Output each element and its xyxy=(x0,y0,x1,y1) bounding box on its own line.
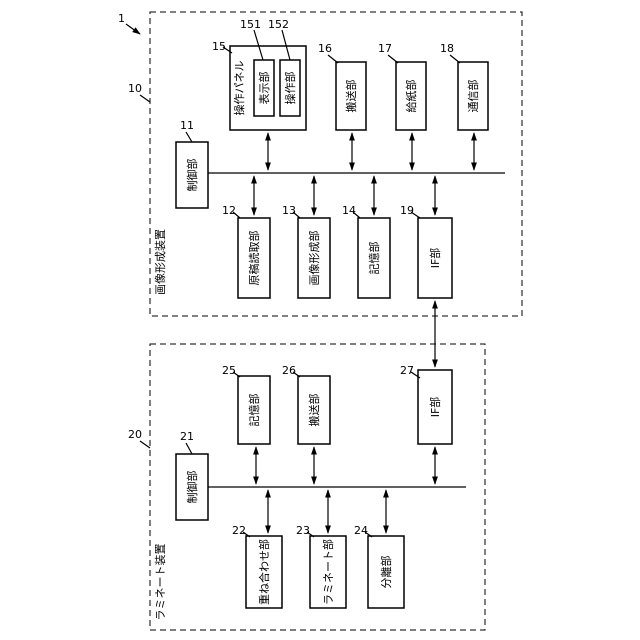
communication-18-leader xyxy=(450,55,460,63)
system-ref-arrow xyxy=(126,24,140,34)
operation-152-label: 操作部 xyxy=(283,72,297,105)
separator-24-label: 分離部 xyxy=(379,556,393,589)
display-151-label: 表示部 xyxy=(257,72,271,105)
document-reader-12-label: 原稿読取部 xyxy=(247,231,261,286)
interface-27-label: IF部 xyxy=(428,397,442,418)
laminator-23-ref: 23 xyxy=(296,524,310,537)
operation-panel-15-label: 操作パネル xyxy=(232,61,246,116)
apparatus-10-ref: 10 xyxy=(128,82,142,95)
image-former-13-label: 画像形成部 xyxy=(307,231,321,286)
stacker-22-label: 重ね合わせ部 xyxy=(257,539,271,605)
storage-14-label: 記憶部 xyxy=(367,242,381,275)
controller-11-label: 制御部 xyxy=(185,159,199,192)
document-reader-12-ref: 12 xyxy=(222,204,236,217)
system-ref-number: 1 xyxy=(118,12,125,25)
communication-18-label: 通信部 xyxy=(466,80,480,113)
feeder-17-ref: 17 xyxy=(378,42,392,55)
interface-27-ref: 27 xyxy=(400,364,414,377)
controller-11-ref: 11 xyxy=(180,119,194,132)
communication-18-ref: 18 xyxy=(440,42,454,55)
controller-11-leader xyxy=(186,132,192,142)
display-151-ref: 151 xyxy=(240,18,261,31)
operation-panel-15-ref: 15 xyxy=(212,40,226,53)
laminating-apparatus: 20 ラミネート装置 制御部 21 記憶部 25 搬送部 26 IF部 27 重… xyxy=(128,344,485,630)
interface-19-label: IF部 xyxy=(428,248,442,269)
apparatus-10-title: 画像形成装置 xyxy=(154,229,167,295)
apparatus-20-leader xyxy=(140,441,150,448)
image-forming-apparatus: 10 画像形成装置 制御部 11 操作パネル 15 表示部 151 操作部 15… xyxy=(128,12,522,316)
controller-21-label: 制御部 xyxy=(185,471,199,504)
stacker-22-ref: 22 xyxy=(232,524,246,537)
apparatus-20-title: ラミネート装置 xyxy=(154,544,167,621)
storage-25-ref: 25 xyxy=(222,364,236,377)
apparatus-10-leader xyxy=(140,95,150,102)
conveyor-16-label: 搬送部 xyxy=(344,80,358,113)
storage-25-label: 記憶部 xyxy=(247,394,261,427)
conveyor-26-label: 搬送部 xyxy=(307,394,321,427)
controller-21-leader xyxy=(186,443,192,454)
feeder-17-label: 給紙部 xyxy=(404,80,418,113)
conveyor-16-ref: 16 xyxy=(318,42,332,55)
storage-14-ref: 14 xyxy=(342,204,356,217)
controller-21-ref: 21 xyxy=(180,430,194,443)
conveyor-16-leader xyxy=(328,55,338,63)
image-former-13-ref: 13 xyxy=(282,204,296,217)
interface-19-ref: 19 xyxy=(400,204,414,217)
laminator-23-label: ラミネート部 xyxy=(321,539,335,605)
feeder-17-leader xyxy=(388,55,398,63)
operation-152-ref: 152 xyxy=(268,18,289,31)
separator-24-ref: 24 xyxy=(354,524,368,537)
apparatus-20-ref: 20 xyxy=(128,428,142,441)
conveyor-26-ref: 26 xyxy=(282,364,296,377)
